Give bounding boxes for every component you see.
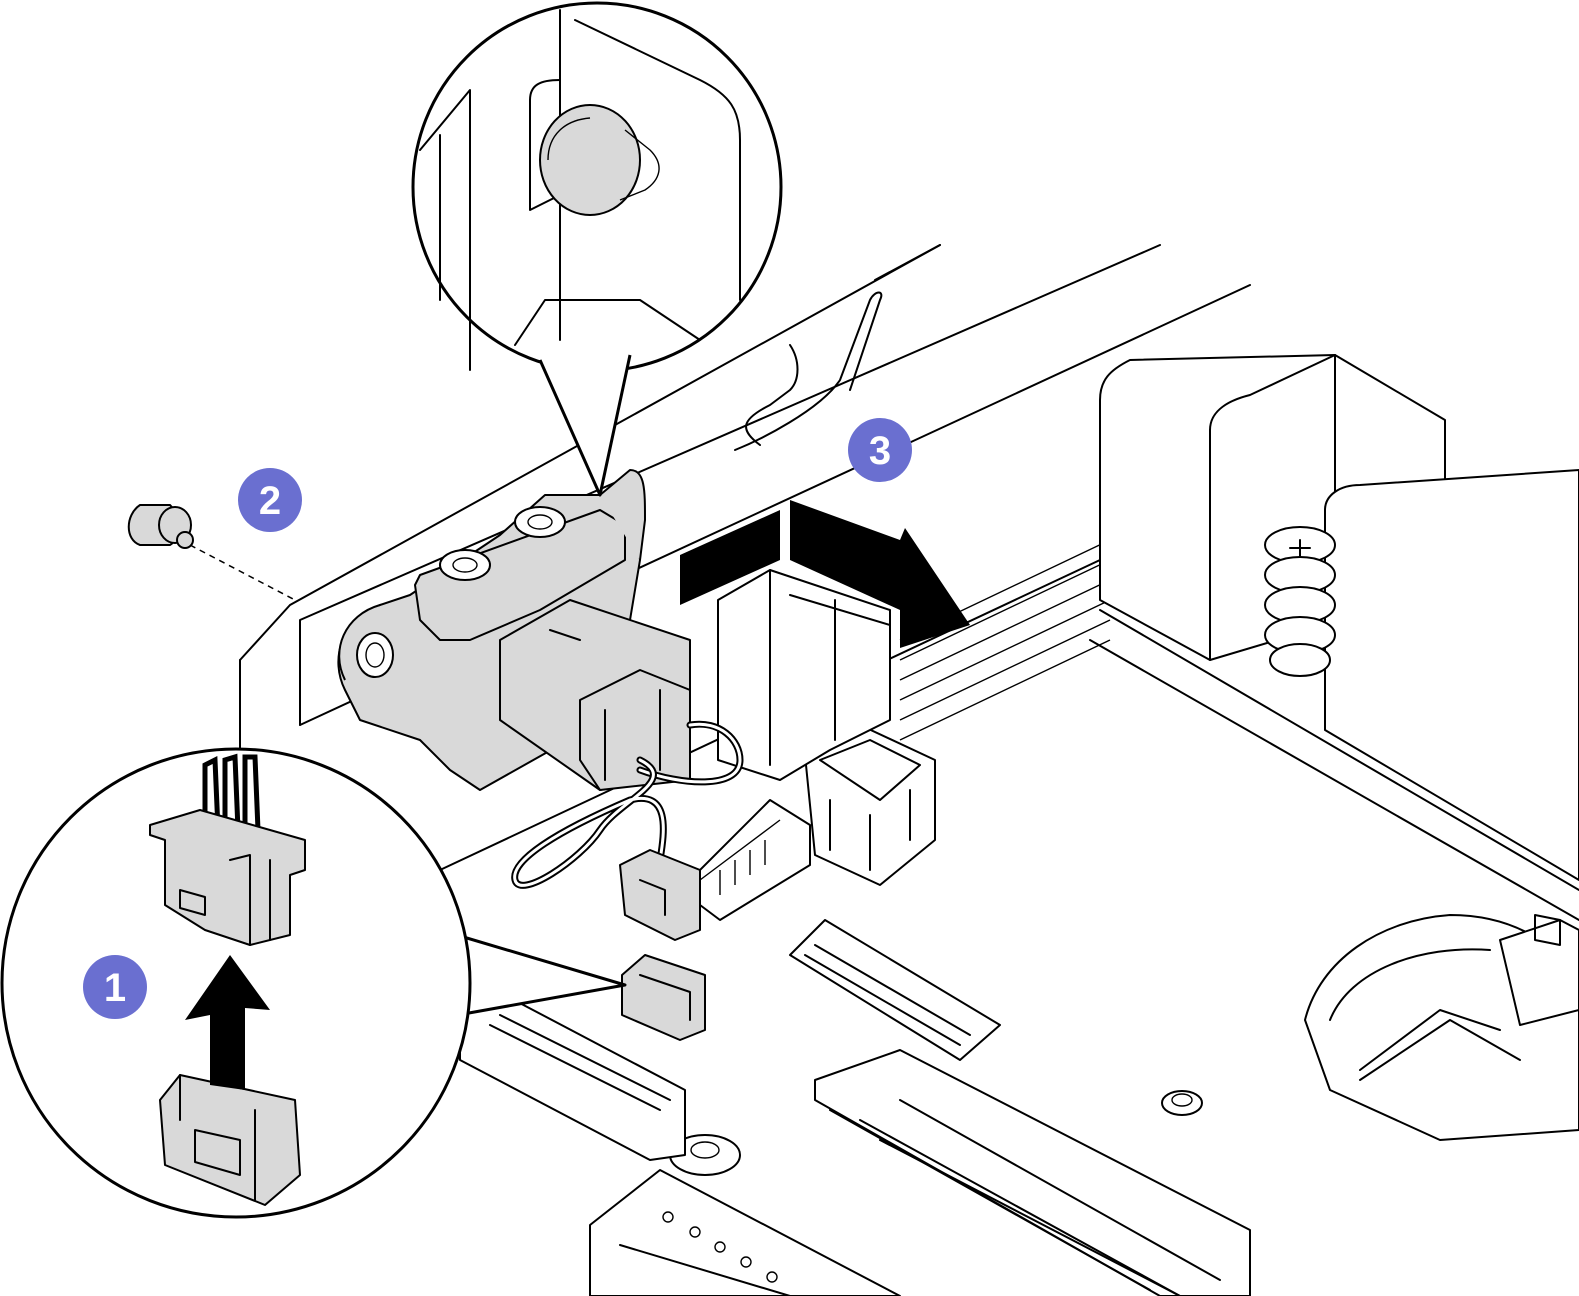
step-1-badge: 1 <box>83 955 147 1019</box>
connector-socket-magnified <box>159 1074 301 1206</box>
small-connector <box>621 954 706 1041</box>
svg-text:1: 1 <box>104 966 126 1010</box>
memory-slot-1 <box>789 919 1001 1061</box>
right-arrow-icon <box>680 500 970 648</box>
board-post <box>669 1090 1203 1176</box>
up-arrow-icon <box>185 955 270 1090</box>
fan-cage <box>1089 354 1579 921</box>
connector-plug-magnified <box>149 753 306 946</box>
screw-icon <box>127 504 296 601</box>
spring-screw <box>1264 526 1336 677</box>
pcie-slot-bottom <box>589 1169 901 1296</box>
switch-cable <box>511 720 744 889</box>
intrusion-switch-body <box>499 599 691 791</box>
magnified-view-top <box>411 1 783 497</box>
svg-text:2: 2 <box>259 479 281 523</box>
step-2-badge: 2 <box>238 468 302 532</box>
connector-right-edge <box>1499 914 1579 1026</box>
riser-slot <box>814 1049 1251 1296</box>
board-connector-header <box>679 799 811 921</box>
vertical-connector <box>717 569 891 781</box>
step-3-badge: 3 <box>848 418 912 482</box>
cable-plug-installed <box>619 849 701 941</box>
chassis-slots <box>899 539 1111 741</box>
svg-text:3: 3 <box>869 429 891 473</box>
